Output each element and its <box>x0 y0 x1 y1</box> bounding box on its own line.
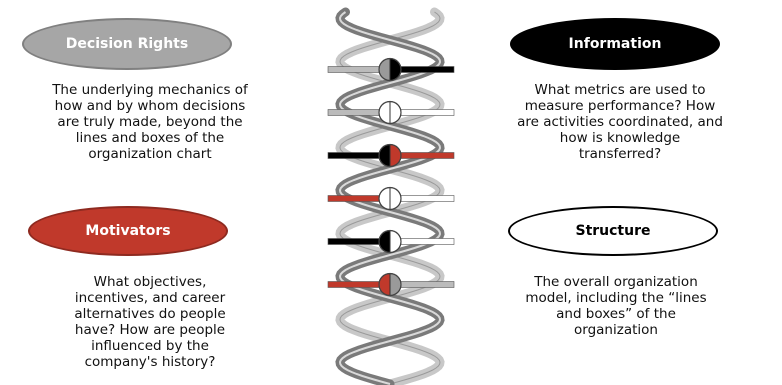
description-line: The underlying mechanics of <box>2 82 298 98</box>
description-line: organization chart <box>2 146 298 162</box>
structure-title: Structure <box>575 223 650 239</box>
decision-rights-oval: Decision Rights <box>22 18 232 70</box>
description-line: are activities coordinated, and <box>472 114 768 130</box>
description-line: are truly made, beyond the <box>2 114 298 130</box>
description-line: company's history? <box>2 354 298 370</box>
description-line: have? How are people <box>2 322 298 338</box>
description-line: how and by whom decisions <box>2 98 298 114</box>
structure-oval: Structure <box>508 206 718 256</box>
description-line: organization <box>466 322 766 338</box>
motivators-title: Motivators <box>85 223 170 239</box>
description-line: The overall organization <box>466 274 766 290</box>
description-line: incentives, and career <box>2 290 298 306</box>
description-line: model, including the “lines <box>466 290 766 306</box>
information-oval: Information <box>510 18 720 70</box>
description-line: What objectives, <box>2 274 298 290</box>
dna-helix-graphic <box>320 0 460 385</box>
information-title: Information <box>569 36 662 52</box>
description-line: alternatives do people <box>2 306 298 322</box>
description-line: lines and boxes of the <box>2 130 298 146</box>
motivators-oval: Motivators <box>28 206 228 256</box>
description-line: and boxes” of the <box>466 306 766 322</box>
decision-rights-title: Decision Rights <box>66 36 188 52</box>
description-line: transferred? <box>472 146 768 162</box>
description-line: What metrics are used to <box>472 82 768 98</box>
description-line: influenced by the <box>2 338 298 354</box>
description-line: how is knowledge <box>472 130 768 146</box>
description-line: measure performance? How <box>472 98 768 114</box>
